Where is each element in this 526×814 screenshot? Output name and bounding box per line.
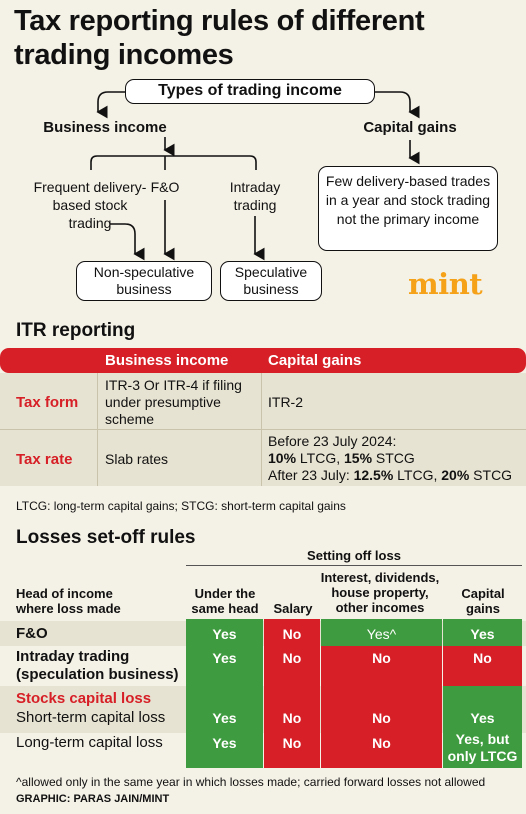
row-name-stcl: Short-term capital loss bbox=[16, 709, 166, 726]
stocks-capital-loss-label: Stocks capital loss bbox=[16, 690, 152, 707]
stcl-same: Yes bbox=[212, 710, 237, 726]
tax-form-business: ITR-3 Or ITR-4 if filing under presumpti… bbox=[105, 377, 242, 427]
itr-col-business: Business income bbox=[105, 352, 229, 369]
setting-off-label: Setting off loss bbox=[307, 548, 401, 563]
ltcl-interest: No bbox=[372, 735, 391, 751]
head-of-income-label: Head of income where loss made bbox=[16, 586, 121, 616]
rate-line-2: 10% LTCG, 15% STCG bbox=[268, 450, 415, 466]
fo-salary: No bbox=[282, 626, 302, 642]
row-name-fo: F&O bbox=[16, 625, 48, 642]
col-same-head: Under the same head bbox=[191, 586, 259, 616]
ltcl-same: Yes bbox=[212, 735, 237, 751]
non-speculative-box: Non-speculative business bbox=[76, 261, 212, 301]
ltcl-salary: No bbox=[282, 735, 302, 751]
rate-line-1: Before 23 July 2024: bbox=[268, 433, 397, 449]
same-head-column bbox=[186, 619, 263, 768]
fo-interest: Yes^ bbox=[366, 626, 397, 642]
interest-other-cells bbox=[321, 646, 442, 768]
stcl-salary: No bbox=[282, 710, 302, 726]
col-capital: Capital gains bbox=[461, 586, 505, 616]
tax-form-label: Tax form bbox=[16, 394, 79, 411]
itr-header-bar: Business income Capital gains bbox=[0, 348, 526, 373]
footnote: ^allowed only in the same year in which … bbox=[16, 775, 486, 789]
rate-line-3: After 23 July: 12.5% LTCG, 20% STCG bbox=[268, 467, 513, 483]
tax-rate-label: Tax rate bbox=[16, 451, 73, 468]
interest-fo-cell bbox=[321, 619, 442, 646]
itr-heading: ITR reporting bbox=[16, 320, 136, 341]
mint-logo: mint bbox=[408, 267, 483, 301]
ltcl-capital: Yes, but only LTCG bbox=[447, 731, 518, 764]
col-salary: Salary bbox=[273, 601, 313, 616]
tax-rate-business: Slab rates bbox=[105, 451, 169, 467]
stcl-interest: No bbox=[372, 710, 391, 726]
col-interest: Interest, dividends, house property, oth… bbox=[320, 570, 440, 615]
fo-label: F&O bbox=[150, 179, 180, 195]
row-name-ltcl: Long-term capital loss bbox=[16, 734, 163, 751]
speculative-box: Speculative business bbox=[220, 261, 322, 301]
intraday-label: Intraday trading bbox=[229, 179, 281, 213]
row-name-intraday: Intraday trading (speculation business) bbox=[16, 648, 179, 683]
fo-same: Yes bbox=[212, 626, 237, 642]
intraday-salary: No bbox=[282, 650, 302, 666]
losses-heading: Losses set-off rules bbox=[16, 527, 196, 548]
capital-fo-cell bbox=[443, 619, 522, 646]
setting-off-rule bbox=[186, 565, 522, 566]
tax-form-capital: ITR-2 bbox=[268, 394, 303, 410]
few-delivery-box: Few delivery-based trades in a year and … bbox=[318, 166, 498, 251]
itr-divider bbox=[0, 429, 526, 430]
business-income-label: Business income bbox=[43, 119, 167, 136]
intraday-same: Yes bbox=[212, 650, 237, 666]
abbrev-note: LTCG: long-term capital gains; STCG: sho… bbox=[16, 499, 346, 513]
root-box: Types of trading income bbox=[125, 79, 375, 104]
stcl-capital: Yes bbox=[470, 710, 495, 726]
capital-intraday-cell bbox=[443, 646, 522, 686]
intraday-interest: No bbox=[372, 650, 391, 666]
salary-column bbox=[264, 619, 320, 768]
itr-col-divider-1 bbox=[97, 373, 98, 486]
intraday-capital: No bbox=[473, 650, 492, 666]
tax-rate-capital: Before 23 July 2024: 10% LTCG, 15% STCG … bbox=[268, 433, 523, 484]
credit: GRAPHIC: PARAS JAIN/MINT bbox=[16, 793, 170, 805]
capital-gains-label: Capital gains bbox=[363, 119, 457, 136]
flowchart-connectors bbox=[90, 91, 420, 261]
page-title: Tax reporting rules of different trading… bbox=[14, 5, 425, 71]
itr-col-divider-2 bbox=[261, 373, 262, 486]
capital-stock-cells bbox=[443, 686, 522, 768]
itr-col-capital: Capital gains bbox=[268, 352, 362, 369]
fo-capital: Yes bbox=[470, 626, 495, 642]
frequent-trading-label: Frequent delivery-based stock trading bbox=[33, 179, 147, 231]
